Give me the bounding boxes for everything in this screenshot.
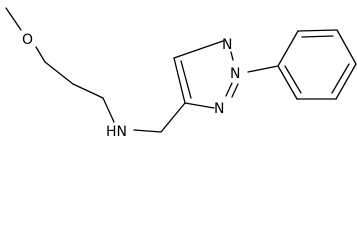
bond-ph-2-inner (301, 35, 334, 38)
bond-ph-6-inner (284, 65, 302, 94)
bond-ph-6 (277, 65, 298, 100)
bond-n-ch2 (133, 129, 162, 133)
bond-ph-1 (277, 30, 299, 67)
atom-oxygen: O (22, 32, 33, 48)
bond-n1-n2 (230, 51, 234, 61)
bond-c4-c5 (173, 57, 186, 104)
atom-amine: HN (106, 124, 127, 140)
bond-ph-4 (335, 63, 357, 100)
bond-methyl-o (5, 7, 22, 31)
bond-c5-n1 (173, 40, 224, 59)
bond-c1-c2 (44, 61, 74, 85)
bond-ch2-c4 (160, 102, 186, 133)
bond-c3-n (102, 97, 115, 123)
bond-ph-3 (336, 29, 357, 65)
atom-triazole-n1: N (222, 37, 232, 53)
bond-n2-n3-inner (231, 83, 239, 98)
structure-diagram: O HN N N N (5, 7, 357, 140)
bond-n3-c4 (184, 102, 215, 109)
bond-o-c1 (35, 46, 46, 63)
bond-c2-c3 (72, 83, 104, 99)
atom-triazole-n2: N (230, 66, 240, 82)
bond-n2-n3 (225, 82, 233, 97)
bond-n2-phenyl (247, 65, 279, 73)
bond-c4-c5-inner (180, 60, 192, 99)
bond-ph-2 (297, 29, 338, 32)
atom-triazole-n3: N (214, 101, 224, 117)
bond-ph-4-inner (331, 63, 350, 94)
